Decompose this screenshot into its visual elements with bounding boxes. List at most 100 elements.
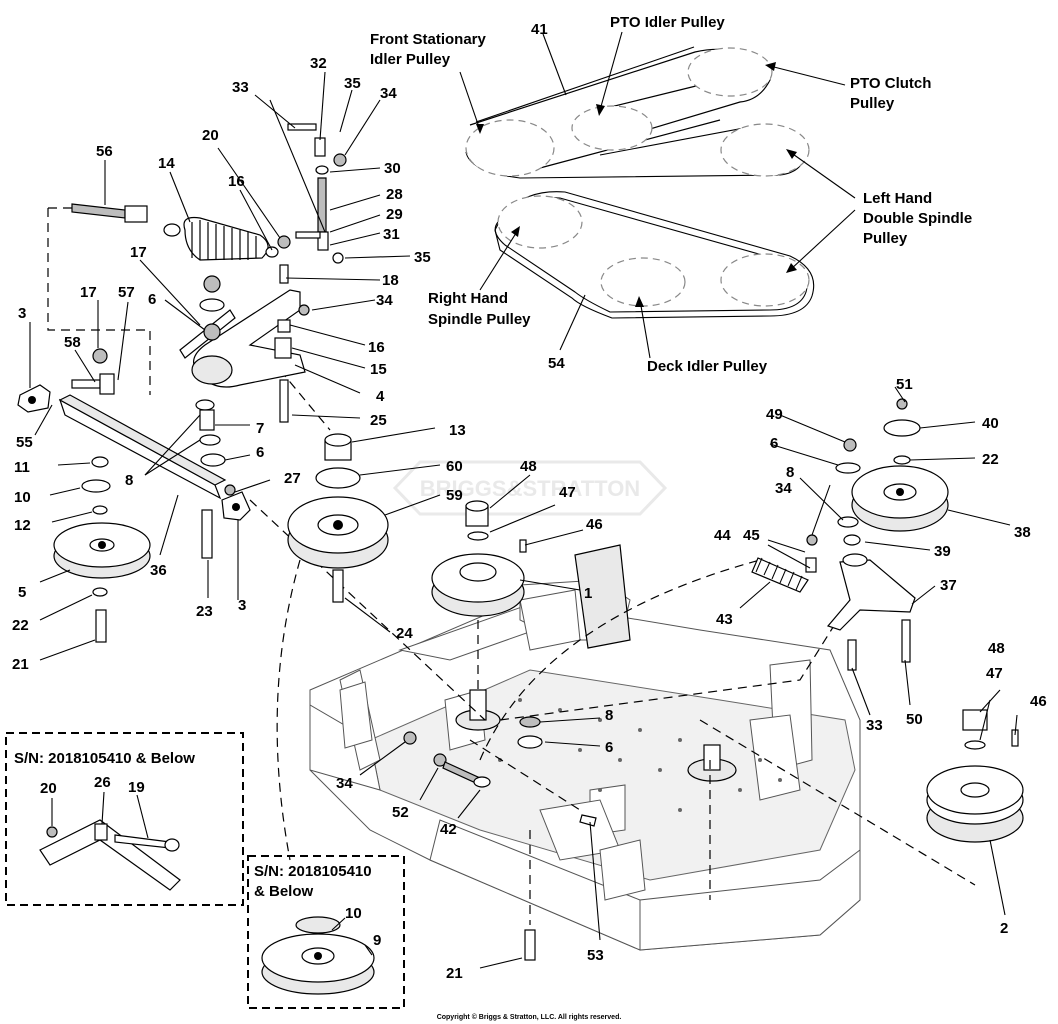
- callout-46: 46: [586, 516, 603, 533]
- callout-5: 5: [18, 584, 26, 601]
- svg-text:S/N: 2018105410: S/N: 2018105410: [254, 863, 372, 880]
- pulley-2: [926, 709, 1024, 843]
- callout-10: 10: [345, 905, 362, 922]
- callout-10: 10: [14, 489, 31, 506]
- callout-8: 8: [786, 464, 794, 481]
- callout-51: 51: [896, 376, 913, 393]
- callout-8: 8: [605, 707, 613, 724]
- label-left-hand-line2: Double Spindle: [863, 210, 972, 227]
- callout-38: 38: [1014, 524, 1031, 541]
- svg-text:S/N: 2018105410 & Below: S/N: 2018105410 & Below: [14, 750, 195, 767]
- label-left-hand-line1: Left Hand: [863, 190, 932, 207]
- callout-41: 41: [531, 21, 548, 38]
- serial-number-box-1: S/N: 2018105410 & Below: [5, 732, 244, 906]
- spring-14: [163, 216, 279, 261]
- belt-routing-diagram: [459, 31, 856, 359]
- callout-26: 26: [94, 774, 111, 791]
- callout-13: 13: [449, 422, 466, 439]
- callout-12: 12: [14, 517, 31, 534]
- spring-43: [751, 557, 809, 593]
- front-stationary-idler-pulley-top: [465, 119, 555, 177]
- callout-6: 6: [605, 739, 613, 756]
- callout-6: 6: [256, 444, 264, 461]
- callout-34: 34: [380, 85, 397, 102]
- callout-28: 28: [386, 186, 403, 203]
- svg-text:BRIGGS&STRATTON: BRIGGS&STRATTON: [420, 476, 640, 501]
- callout-8: 8: [125, 472, 133, 489]
- pto-clutch-pulley-top: [687, 47, 773, 97]
- callout-16: 16: [228, 173, 245, 190]
- callout-20: 20: [202, 127, 219, 144]
- deck-idler-pulley-top: [600, 257, 686, 307]
- callout-7: 7: [256, 420, 264, 437]
- label-front-stationary-idler-line1: Front Stationary: [370, 31, 486, 48]
- label-left-hand-line3: Pulley: [863, 230, 908, 247]
- callout-33: 33: [232, 79, 249, 96]
- callout-47: 47: [559, 484, 576, 501]
- callout-23: 23: [196, 603, 213, 620]
- callout-16: 16: [368, 339, 385, 356]
- watermark: BRIGGS&STRATTON: [392, 460, 668, 516]
- callout-15: 15: [370, 361, 387, 378]
- label-front-stationary-idler-line2: Idler Pulley: [370, 51, 451, 68]
- callout-25: 25: [370, 412, 387, 429]
- callout-34: 34: [775, 480, 792, 497]
- callout-33: 33: [866, 717, 883, 734]
- pulley-38: [851, 398, 949, 532]
- callout-34: 34: [336, 775, 353, 792]
- callout-39: 39: [934, 543, 951, 560]
- mower-deck: BRIGGS&STRATTON: [309, 460, 861, 951]
- callout-20: 20: [40, 780, 57, 797]
- callout-21: 21: [12, 656, 29, 673]
- callout-35: 35: [344, 75, 361, 92]
- pto-idler-pulley-top: [571, 105, 653, 151]
- callout-17: 17: [130, 244, 147, 261]
- pulley-1: [431, 500, 527, 617]
- callout-21: 21: [446, 965, 463, 982]
- callout-46: 46: [1030, 693, 1047, 710]
- callout-24: 24: [396, 625, 413, 642]
- callout-17: 17: [80, 284, 97, 301]
- label-deck-idler: Deck Idler Pulley: [647, 358, 768, 375]
- callout-52: 52: [392, 804, 409, 821]
- callout-leaders: [29, 71, 1018, 969]
- callout-22: 22: [12, 617, 29, 634]
- callout-2: 2: [1000, 920, 1008, 937]
- callout-34: 34: [376, 292, 393, 309]
- callout-32: 32: [310, 55, 327, 72]
- callout-56: 56: [96, 143, 113, 160]
- pulley-5: [53, 522, 151, 579]
- svg-text:& Below: & Below: [254, 883, 314, 900]
- callout-4: 4: [376, 388, 385, 405]
- callout-48: 48: [988, 640, 1005, 657]
- callout-31: 31: [383, 226, 400, 243]
- callout-54: 54: [548, 355, 565, 372]
- callout-27: 27: [284, 470, 301, 487]
- callout-49: 49: [766, 406, 783, 423]
- label-pto-clutch-line2: Pulley: [850, 95, 895, 112]
- callout-19: 19: [128, 779, 145, 796]
- callout-58: 58: [64, 334, 81, 351]
- label-pto-idler: PTO Idler Pulley: [610, 14, 725, 31]
- pulley-name-labels: Front Stationary Idler Pulley PTO Idler …: [370, 14, 972, 375]
- callout-53: 53: [587, 947, 604, 964]
- callout-42: 42: [440, 821, 457, 838]
- right-hand-spindle-pulley-top: [497, 195, 583, 249]
- callout-22: 22: [982, 451, 999, 468]
- left-double-spindle-pulley-top: [720, 123, 810, 177]
- callout-6: 6: [148, 291, 156, 308]
- callout-30: 30: [384, 160, 401, 177]
- serial-number-box-2: S/N: 2018105410 & Below: [247, 855, 405, 1009]
- callout-60: 60: [446, 458, 463, 475]
- callout-6: 6: [770, 435, 778, 452]
- callout-29: 29: [386, 206, 403, 223]
- callout-40: 40: [982, 415, 999, 432]
- label-right-hand-line2: Spindle Pulley: [428, 311, 531, 328]
- callout-1: 1: [584, 585, 592, 602]
- callout-44: 44: [714, 527, 731, 544]
- callout-3: 3: [238, 597, 246, 614]
- callout-14: 14: [158, 155, 175, 172]
- callout-11: 11: [14, 459, 30, 476]
- callout-50: 50: [906, 711, 923, 728]
- label-pto-clutch-line1: PTO Clutch: [850, 75, 931, 92]
